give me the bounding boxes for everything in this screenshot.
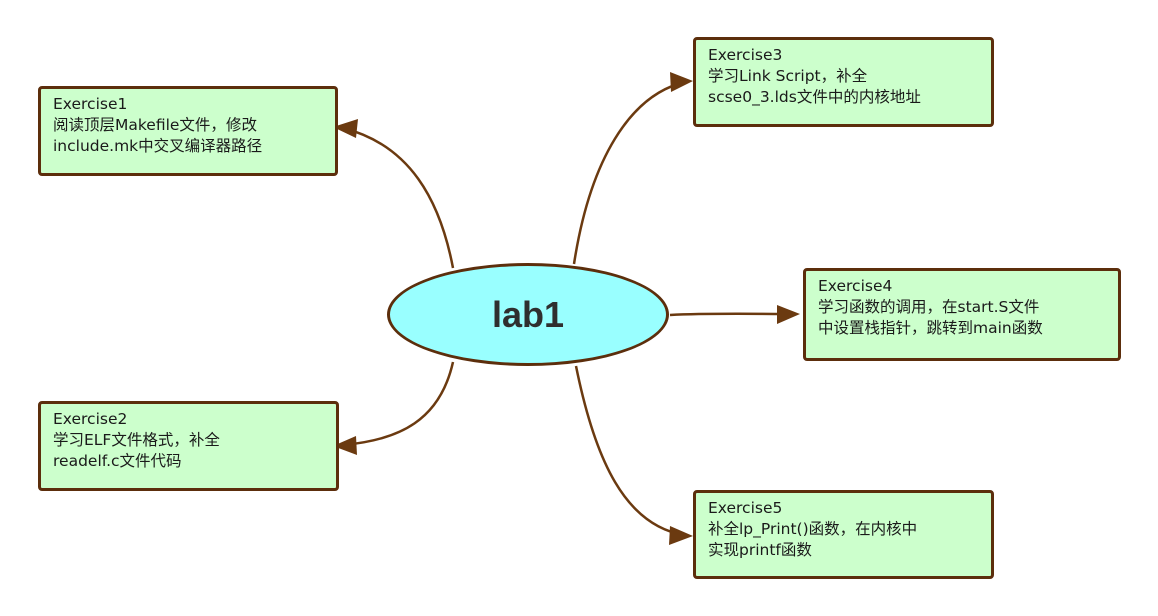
exercise-node-3[interactable]: Exercise3 学习Link Script，补全 scse0_3.lds文件… <box>693 37 994 127</box>
exercise-description-line: include.mk中交叉编译器路径 <box>53 137 263 155</box>
exercise-description-line: 学习函数的调用，在start.S文件 <box>818 298 1040 316</box>
exercise-description-line: 实现printf函数 <box>708 541 812 559</box>
exercise-description-line: 中设置栈指针，跳转到main函数 <box>818 319 1043 337</box>
arrowhead-exercise5 <box>669 526 693 545</box>
arrowhead-exercise4 <box>777 305 800 324</box>
connector-exercise3 <box>572 80 686 265</box>
exercise-node-4[interactable]: Exercise4 学习函数的调用，在start.S文件 中设置栈指针，跳转到m… <box>803 268 1121 361</box>
exercise-description-line: readelf.c文件代码 <box>53 452 182 470</box>
exercise-title: Exercise4 <box>818 277 893 295</box>
exercise-title: Exercise5 <box>708 499 783 517</box>
exercise-title: Exercise3 <box>708 46 783 64</box>
center-node-label: lab1 <box>491 293 565 335</box>
exercise-title: Exercise2 <box>53 410 128 428</box>
exercise-description-line: 学习ELF文件格式，补全 <box>53 431 220 449</box>
connector-exercise1 <box>342 126 455 269</box>
exercise-node-2[interactable]: Exercise2 学习ELF文件格式，补全 readelf.c文件代码 <box>38 401 339 491</box>
arrowhead-exercise2 <box>333 436 357 455</box>
connector-exercise4 <box>669 312 791 317</box>
exercise-node-1[interactable]: Exercise1 阅读顶层Makefile文件，修改 include.mk中交… <box>38 86 338 176</box>
exercise-description-line: 阅读顶层Makefile文件，修改 <box>53 116 257 134</box>
arrowhead-exercise1 <box>333 119 358 138</box>
connector-exercise2 <box>342 361 455 447</box>
exercise-description-line: 补全lp_Print()函数，在内核中 <box>708 520 918 538</box>
exercise-title: Exercise1 <box>53 95 128 113</box>
exercise-node-5[interactable]: Exercise5 补全lp_Print()函数，在内核中 实现printf函数 <box>693 490 994 579</box>
center-node-lab1[interactable]: lab1 <box>387 263 669 366</box>
arrowhead-exercise3 <box>670 72 693 92</box>
connector-exercise5 <box>574 365 685 537</box>
exercise-description-line: scse0_3.lds文件中的内核地址 <box>708 88 921 106</box>
exercise-description-line: 学习Link Script，补全 <box>708 67 868 85</box>
